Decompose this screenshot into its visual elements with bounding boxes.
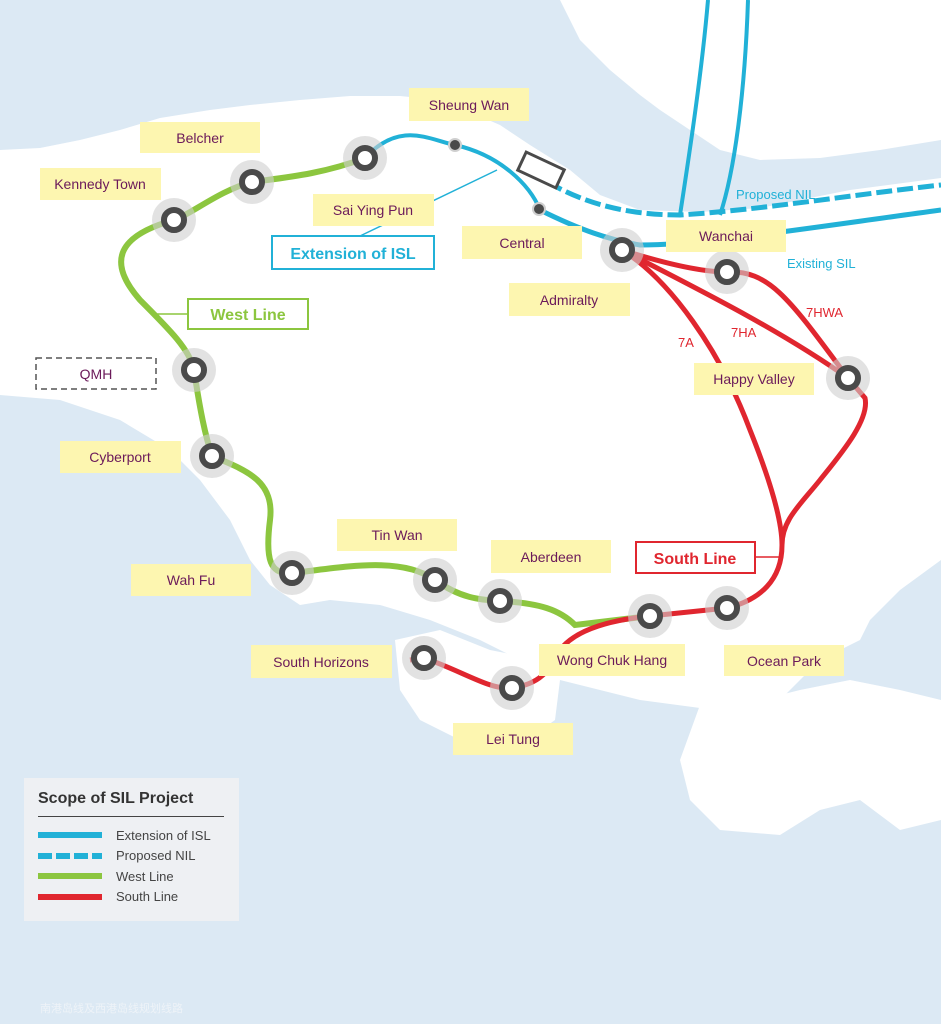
south-line-7a — [620, 247, 785, 546]
label-kennedy-town: Kennedy Town — [54, 176, 146, 192]
west-line-label: West Line — [210, 307, 285, 324]
legend-label: West Line — [116, 868, 174, 884]
station-marker-belcher — [230, 160, 274, 204]
label-belcher: Belcher — [176, 130, 224, 146]
label-happy-valley: Happy Valley — [713, 371, 794, 387]
qmh-box — [35, 357, 157, 390]
label-tin-wan: Tin Wan — [371, 527, 422, 543]
station-marker-wah-fu — [270, 551, 314, 595]
legend-swatch-extension-isl — [38, 832, 102, 839]
label-wah-fu: Wah Fu — [167, 572, 216, 588]
station-marker-sai-ying-pun — [343, 136, 387, 180]
central-node — [532, 202, 546, 216]
legend-item-proposed-nil: Proposed NIL — [38, 846, 225, 867]
south-line-label: South Line — [654, 551, 737, 568]
southeast-land — [680, 680, 941, 835]
label-cyberport: Cyberport — [89, 449, 151, 465]
label-ocean-park: Ocean Park — [747, 653, 822, 669]
station-marker-kennedy-town — [152, 198, 196, 242]
legend-swatch-west-line — [38, 873, 102, 880]
footer-caption: 南港岛线及西港岛线规划线路 — [40, 1003, 183, 1015]
extension-isl-box — [271, 235, 435, 270]
station-marker-south-horizons — [402, 636, 446, 680]
west-line-box — [187, 298, 309, 330]
existing-sil-annotation: Existing SIL — [787, 256, 856, 271]
station-marker-ocean-park — [705, 586, 749, 630]
label-wong-chuk-hang: Wong Chuk Hang — [557, 652, 667, 668]
legend-item-extension-isl: Extension of ISL — [38, 825, 225, 846]
existing-line-north-1 — [678, 0, 710, 216]
label-aberdeen: Aberdeen — [521, 549, 582, 565]
station-marker-tin-wan — [413, 558, 457, 602]
legend-label: Proposed NIL — [116, 848, 196, 864]
station-labels: Sheung Wan Belcher Kennedy Town Sai Ying… — [40, 88, 844, 755]
extension-isl-label: Extension of ISL — [290, 246, 416, 263]
legend: Scope of SIL Project Extension of ISL Pr… — [24, 778, 239, 921]
qmh-label: QMH — [80, 366, 113, 382]
label-sheung-wan: Sheung Wan — [429, 97, 509, 113]
legend-label: South Line — [116, 889, 179, 905]
legend-label: Extension of ISL — [116, 827, 211, 843]
south-line-box — [635, 541, 756, 574]
legend-item-south-line: South Line — [38, 887, 225, 908]
central-station-box — [515, 150, 567, 190]
station-marker-lei-tung — [490, 666, 534, 710]
route-7a-annotation: 7A — [678, 335, 694, 350]
station-marker-qmh — [172, 348, 216, 392]
legend-divider — [38, 816, 224, 817]
label-lei-tung: Lei Tung — [486, 731, 540, 747]
kowloon-shore — [560, 0, 941, 160]
station-marker-aberdeen — [478, 579, 522, 623]
station-marker-wanchai — [705, 250, 749, 294]
label-central: Central — [499, 235, 544, 251]
station-marker-happy-valley — [826, 356, 870, 400]
proposed-nil-annotation: Proposed NIL — [736, 187, 816, 202]
legend-title: Scope of SIL Project — [38, 790, 194, 807]
existing-line-north-2 — [718, 0, 750, 216]
station-marker-cyberport — [190, 434, 234, 478]
station-marker-wong-chuk-hang — [628, 594, 672, 638]
sheung-wan-node — [448, 138, 462, 152]
route-7hwa-annotation: 7HWA — [806, 305, 843, 320]
legend-swatch-south-line — [38, 893, 102, 900]
label-sai-ying-pun: Sai Ying Pun — [333, 202, 413, 218]
label-wanchai: Wanchai — [699, 228, 753, 244]
legend-item-west-line: West Line — [38, 866, 225, 887]
legend-swatch-proposed-nil — [38, 852, 102, 859]
label-south-horizons: South Horizons — [273, 654, 369, 670]
south-line-7ha — [620, 247, 850, 381]
station-marker-admiralty — [600, 228, 644, 272]
proposed-nil-line — [528, 167, 941, 218]
label-admiralty: Admiralty — [540, 292, 598, 308]
route-7ha-annotation: 7HA — [731, 325, 757, 340]
station-markers — [152, 136, 870, 710]
